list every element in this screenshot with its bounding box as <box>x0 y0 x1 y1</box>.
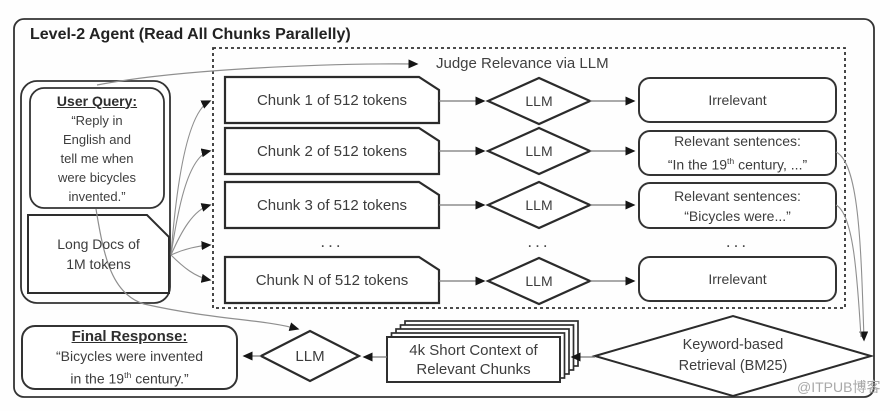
ellipsis-chunks: ... <box>320 232 344 251</box>
final-response-line-2-post: century.” <box>131 370 189 387</box>
user-query-content: User Query: “Reply in English and tell m… <box>30 88 164 208</box>
result-1-label: Irrelevant <box>708 92 767 108</box>
arrow-longdocs-to-chunk-2 <box>170 148 212 256</box>
llm-n-label: LLM <box>525 273 553 289</box>
llm-3-label: LLM <box>525 197 553 213</box>
result-n-label: Irrelevant <box>708 271 767 287</box>
llm-2-label: LLM <box>525 143 553 159</box>
final-response-line-2-pre: in the 19 <box>70 370 125 387</box>
arrow-relevant3-to-keyword-retrieval <box>835 204 862 338</box>
final-response-box <box>21 325 238 390</box>
chunk-n-label: Chunk N of 512 tokens <box>255 271 409 289</box>
final-response-line-1: “Bicycles were invented <box>55 348 204 365</box>
result-2-box <box>638 130 837 176</box>
result-2-label: Relevant sentences: “In the 19th century… <box>639 131 836 175</box>
chunk-2-label: Chunk 2 of 512 tokens <box>256 142 408 160</box>
result-3-line-2: “Bicycles were...” <box>684 207 791 224</box>
result-n-box <box>638 256 837 302</box>
chunk-3-box <box>223 180 441 230</box>
arrow-longdocs-to-chunk-1 <box>170 100 212 256</box>
arrow-longdocs-to-chunk-n <box>170 254 212 283</box>
long-docs-box <box>27 214 170 294</box>
result-3-label: Relevant sentences: “Bicycles were...” <box>639 183 836 228</box>
keyword-retrieval-diamond <box>591 314 875 398</box>
judge-dashed-frame <box>212 47 846 309</box>
final-response-line-2: in the 19th century.” <box>70 366 188 389</box>
result-2-line-1: Relevant sentences: <box>674 133 801 150</box>
chunk-2-box <box>223 126 441 176</box>
final-llm-diamond <box>258 329 362 383</box>
final-response-content: Final Response: “Bicycles were invented … <box>22 326 237 389</box>
chunk-1-label: Chunk 1 of 512 tokens <box>256 91 408 109</box>
final-llm-label: LLM <box>295 347 325 365</box>
arrow-query-to-judge-label <box>96 59 419 86</box>
llm-1-label: LLM <box>525 93 553 109</box>
ellipsis-llm: ... <box>527 232 551 251</box>
result-2-line-2-pre: “In the 19 <box>667 156 728 173</box>
final-response-heading: Final Response: <box>71 328 188 346</box>
user-query-box <box>29 87 165 209</box>
arrow-longdocs-to-ellipsis <box>170 203 212 256</box>
judge-relevance-label: Judge Relevance via LLM <box>436 55 609 72</box>
result-3-line-1: Relevant sentences: <box>674 187 801 204</box>
context-stack-label: 4k Short Context of Relevant Chunks <box>409 341 538 378</box>
diagram-title: Level-2 Agent (Read All Chunks Parallell… <box>30 26 351 43</box>
chunk-1-box <box>223 75 441 125</box>
arrow-relevant2-to-keyword-retrieval <box>835 151 869 342</box>
arrow-query-to-final-llm <box>95 208 300 332</box>
chunk-n-box <box>223 255 441 305</box>
keyword-retrieval-label: Keyword-based Retrieval (BM25) <box>678 337 788 374</box>
result-2-line-2-post: century, ...” <box>734 156 808 173</box>
arrow-longdocs-to-ellipsis-2 <box>170 241 212 256</box>
user-query-text: “Reply in English and tell me when were … <box>57 112 137 204</box>
context-stack-front-page <box>386 336 561 383</box>
ellipsis-results: ... <box>725 232 750 251</box>
watermark: @ITPUB博客 <box>797 379 881 395</box>
final-response-ordinal-suffix: th <box>124 370 132 381</box>
result-2-line-2: “In the 19th century, ...” <box>668 151 807 175</box>
long-docs-label: Long Docs of 1M tokens <box>57 236 140 272</box>
chunk-3-label: Chunk 3 of 512 tokens <box>256 196 408 214</box>
result-2-ordinal-suffix: th <box>727 156 735 167</box>
result-1-box <box>638 77 837 123</box>
user-query-heading: User Query: <box>56 92 138 109</box>
